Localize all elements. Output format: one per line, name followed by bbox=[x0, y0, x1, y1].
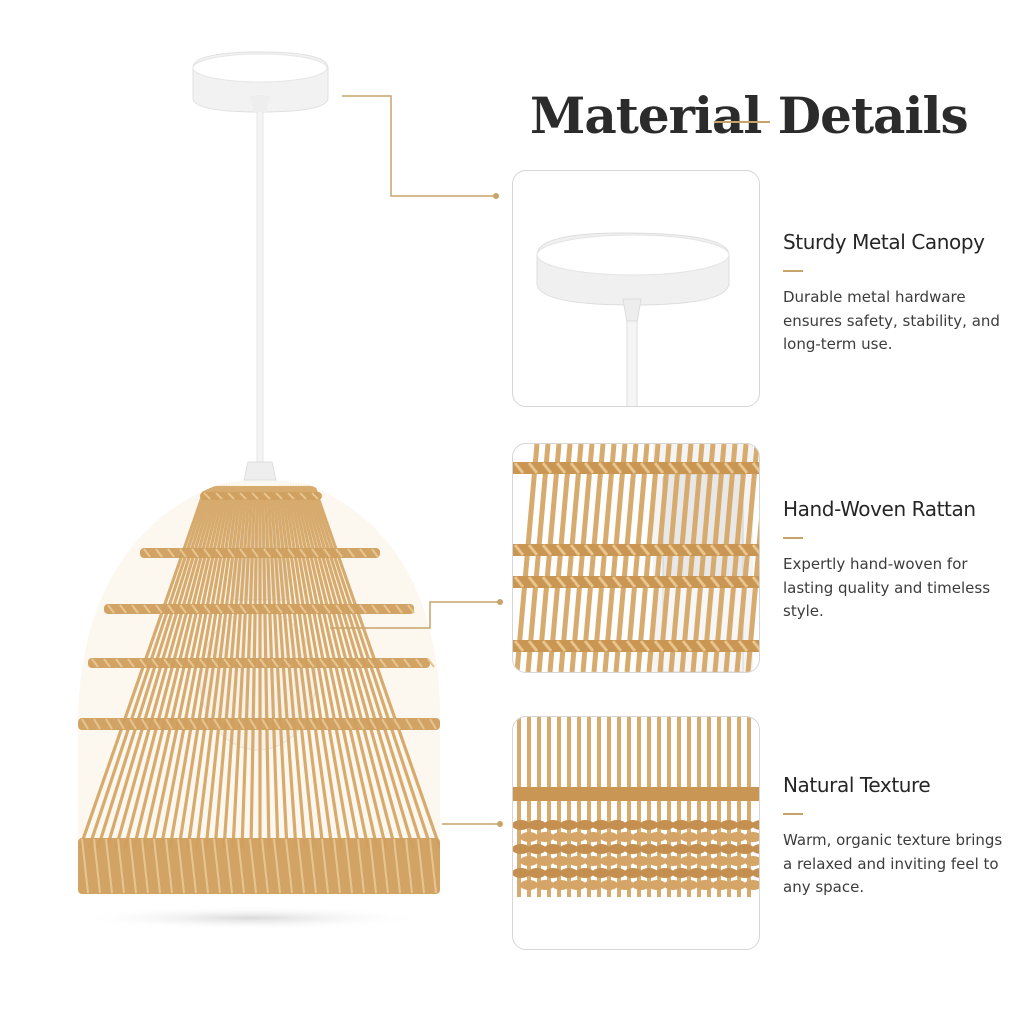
feature-natural-texture: Natural Texture Warm, organic texture br… bbox=[783, 773, 1013, 900]
texture-closeup-image bbox=[513, 717, 759, 897]
feature-metal-canopy: Sturdy Metal Canopy Durable metal hardwa… bbox=[783, 230, 1013, 357]
feature-title: Hand-Woven Rattan bbox=[783, 497, 976, 521]
title-underline bbox=[714, 121, 770, 123]
feature-hand-woven-rattan: Hand-Woven Rattan Expertly hand-woven fo… bbox=[783, 497, 1013, 624]
feature-description: Durable metal hardware ensures safety, s… bbox=[783, 288, 1000, 353]
canopy-closeup-image bbox=[536, 232, 730, 406]
rattan-detail-panel bbox=[512, 443, 760, 673]
page-title: Material Details bbox=[530, 85, 969, 145]
lamp-shadow bbox=[75, 906, 425, 930]
feature-title: Natural Texture bbox=[783, 773, 931, 797]
feature-description: Expertly hand-woven for lasting quality … bbox=[783, 555, 991, 620]
feature-underline bbox=[783, 270, 803, 272]
feature-underline bbox=[783, 813, 803, 815]
texture-detail-panel bbox=[512, 716, 760, 950]
feature-underline bbox=[783, 537, 803, 539]
rattan-closeup-image bbox=[513, 444, 759, 672]
feature-description: Warm, organic texture brings a relaxed a… bbox=[783, 831, 1003, 896]
feature-title: Sturdy Metal Canopy bbox=[783, 230, 985, 254]
canopy-detail-panel bbox=[512, 170, 760, 407]
